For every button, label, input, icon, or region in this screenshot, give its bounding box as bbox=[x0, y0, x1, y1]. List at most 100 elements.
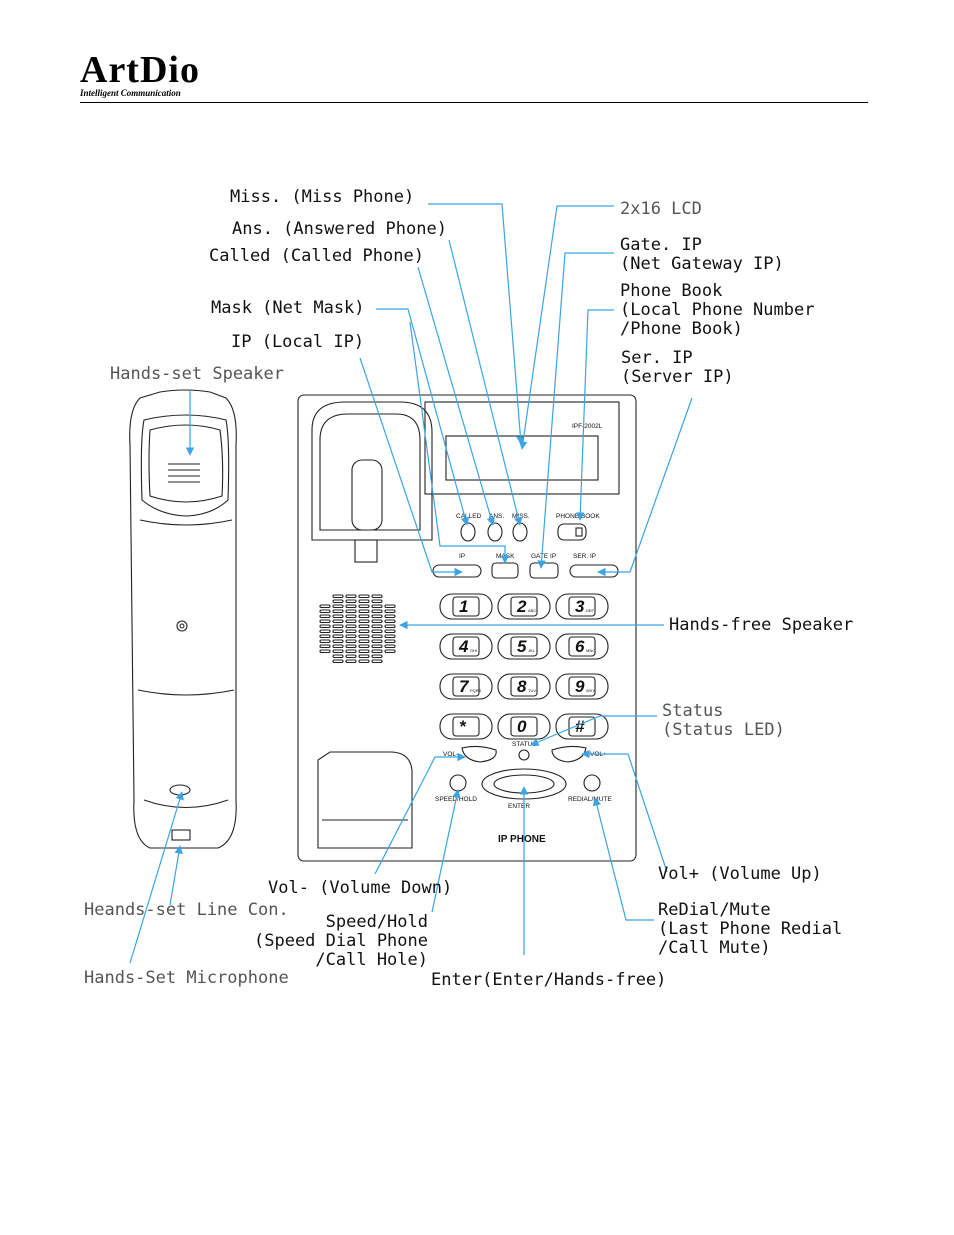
grille-slot bbox=[384, 614, 396, 619]
grille-slot bbox=[371, 594, 383, 599]
leader-handset-line bbox=[169, 845, 183, 906]
grille-slot bbox=[332, 659, 344, 664]
callout-ans: Ans. (Answered Phone) bbox=[232, 219, 447, 239]
ip-button[interactable] bbox=[432, 564, 482, 578]
grille-slot bbox=[371, 619, 383, 624]
grille-slot bbox=[345, 609, 357, 614]
called-button[interactable] bbox=[460, 522, 476, 542]
vol-minus-label: VOL- bbox=[443, 751, 458, 758]
key-0[interactable]: 0 bbox=[497, 713, 551, 740]
grille-slot bbox=[384, 649, 396, 654]
key-digit: 6 bbox=[575, 637, 585, 656]
grille-slot bbox=[371, 644, 383, 649]
grille-slot bbox=[358, 604, 370, 609]
grille-slot bbox=[332, 654, 344, 659]
miss-button[interactable] bbox=[512, 522, 528, 542]
grille-slot bbox=[319, 629, 331, 634]
key-digit: 8 bbox=[517, 677, 527, 696]
status-led bbox=[518, 749, 530, 761]
callout-called: Called (Called Phone) bbox=[209, 246, 424, 266]
grille-slot bbox=[345, 654, 357, 659]
phone-book-button[interactable] bbox=[557, 523, 587, 541]
grille-slot bbox=[345, 599, 357, 604]
callout-speed-hold: Speed/Hold (Speed Dial Phone /Call Hole) bbox=[254, 912, 428, 970]
grille-slot bbox=[358, 634, 370, 639]
callout-lcd: 2x16 LCD bbox=[620, 199, 702, 219]
callout-handsfree-speaker: Hands-free Speaker bbox=[669, 615, 854, 635]
grille-slot bbox=[319, 634, 331, 639]
callout-redial-mute: ReDial/Mute (Last Phone Redial /Call Mut… bbox=[658, 900, 843, 958]
called-label: CALLED bbox=[456, 513, 482, 520]
grille-slot bbox=[384, 639, 396, 644]
handset bbox=[129, 389, 237, 849]
leader-handset-mic bbox=[129, 791, 184, 964]
grille-slot bbox=[332, 614, 344, 619]
grille-slot bbox=[371, 659, 383, 664]
gate-ip-button[interactable] bbox=[529, 562, 559, 579]
vol-plus-button[interactable] bbox=[551, 745, 587, 763]
grille-slot bbox=[384, 624, 396, 629]
model-label: IPF-2002L bbox=[572, 423, 603, 430]
grille-slot bbox=[358, 654, 370, 659]
ans-button[interactable] bbox=[487, 522, 503, 542]
callout-miss: Miss. (Miss Phone) bbox=[230, 187, 415, 207]
grille-slot bbox=[384, 629, 396, 634]
callout-handset-line: Heands-set Line Con. bbox=[84, 900, 289, 920]
key-letters: TUV bbox=[528, 688, 536, 693]
lcd-screen bbox=[445, 435, 599, 481]
key-digit: 4 bbox=[458, 637, 469, 656]
callout-vol-minus: Vol- (Volume Down) bbox=[268, 878, 453, 898]
grille-slot bbox=[358, 609, 370, 614]
leader-miss bbox=[428, 203, 525, 445]
grille-slot bbox=[319, 644, 331, 649]
vol-minus-button[interactable] bbox=[461, 745, 497, 763]
grille-slot bbox=[345, 659, 357, 664]
enter-label: ENTER bbox=[508, 803, 530, 810]
grille-slot bbox=[319, 604, 331, 609]
mask-button[interactable] bbox=[491, 562, 519, 579]
grille-slot bbox=[371, 654, 383, 659]
key-letters: JKL bbox=[528, 648, 536, 653]
key-letters: ABC bbox=[528, 608, 536, 613]
grille-slot bbox=[358, 594, 370, 599]
key-digit: 5 bbox=[517, 637, 527, 656]
grille-slot bbox=[319, 614, 331, 619]
key-letters: WXY bbox=[586, 688, 595, 693]
callout-ip: IP (Local IP) bbox=[231, 332, 365, 352]
key-digit: 9 bbox=[575, 677, 585, 696]
grille-slot bbox=[332, 619, 344, 624]
leader-status bbox=[530, 715, 657, 746]
redial-mute-button[interactable] bbox=[583, 774, 601, 792]
ser-ip-button[interactable] bbox=[569, 564, 619, 578]
grille-slot bbox=[319, 624, 331, 629]
leader-called bbox=[417, 266, 495, 526]
gate-ip-label: GATE IP bbox=[531, 553, 556, 560]
ans-label: ANS. bbox=[489, 513, 504, 520]
key-1[interactable]: 1 bbox=[439, 593, 493, 620]
grille-slot bbox=[358, 629, 370, 634]
callout-ser-ip: Ser. IP (Server IP) bbox=[621, 348, 734, 387]
leader-lines bbox=[129, 203, 693, 964]
key-digit: 0 bbox=[517, 717, 527, 736]
grille-slot bbox=[332, 599, 344, 604]
grille-slot bbox=[345, 614, 357, 619]
grille-slot bbox=[345, 629, 357, 634]
brand-name: ArtDio bbox=[80, 49, 200, 91]
key-star[interactable]: * bbox=[439, 713, 493, 740]
speed-hold-button[interactable] bbox=[449, 774, 467, 792]
redial-mute-label: REDIAL/MUTE bbox=[568, 796, 612, 803]
grille-slot bbox=[384, 644, 396, 649]
grille-slot bbox=[319, 609, 331, 614]
key-hash[interactable]: # bbox=[555, 713, 609, 740]
grille-slot bbox=[384, 619, 396, 624]
grille-slot bbox=[384, 609, 396, 614]
